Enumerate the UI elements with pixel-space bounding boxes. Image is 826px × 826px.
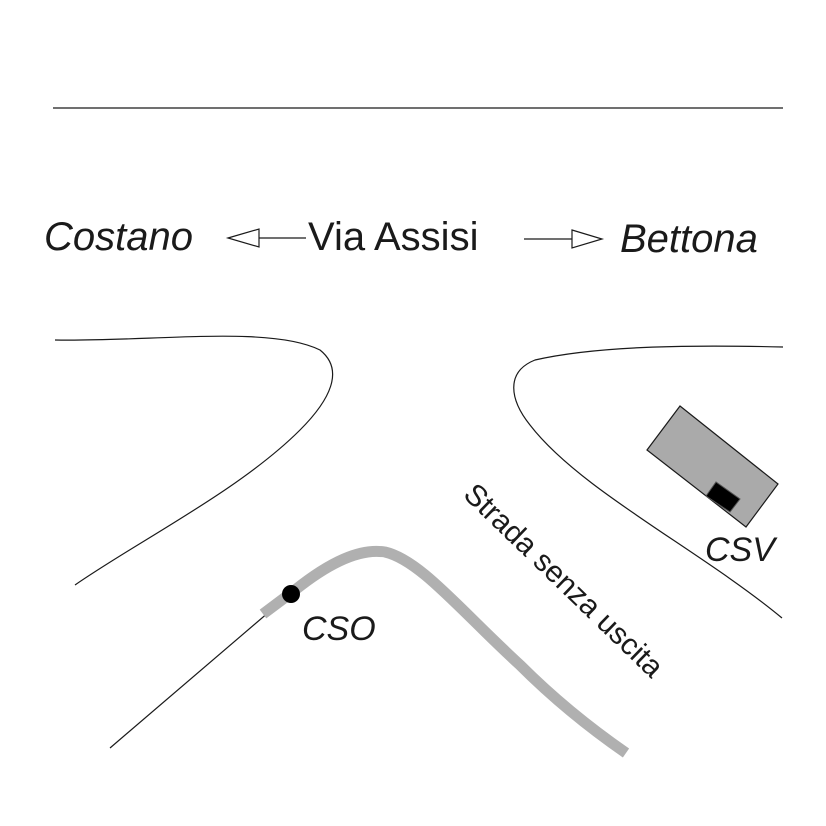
- csv-label: CSV: [705, 531, 778, 569]
- west-town-label: Costano: [44, 215, 193, 259]
- road-edge-southwest: [109, 593, 291, 749]
- east-town-label: Bettona: [620, 217, 758, 261]
- cso-label: CSO: [302, 610, 376, 648]
- side-road-label: Strada senza uscita: [457, 477, 670, 684]
- building: [646, 405, 779, 528]
- road-edge-east: [513, 345, 784, 619]
- main-road-label: Via Assisi: [308, 215, 478, 259]
- arrow-west-icon: [225, 228, 306, 248]
- road-edge-west: [54, 335, 334, 586]
- cso-point-marker: [282, 585, 300, 603]
- pipeline: [259, 545, 630, 758]
- arrow-east-icon: [524, 229, 605, 249]
- building-annex: [705, 481, 741, 513]
